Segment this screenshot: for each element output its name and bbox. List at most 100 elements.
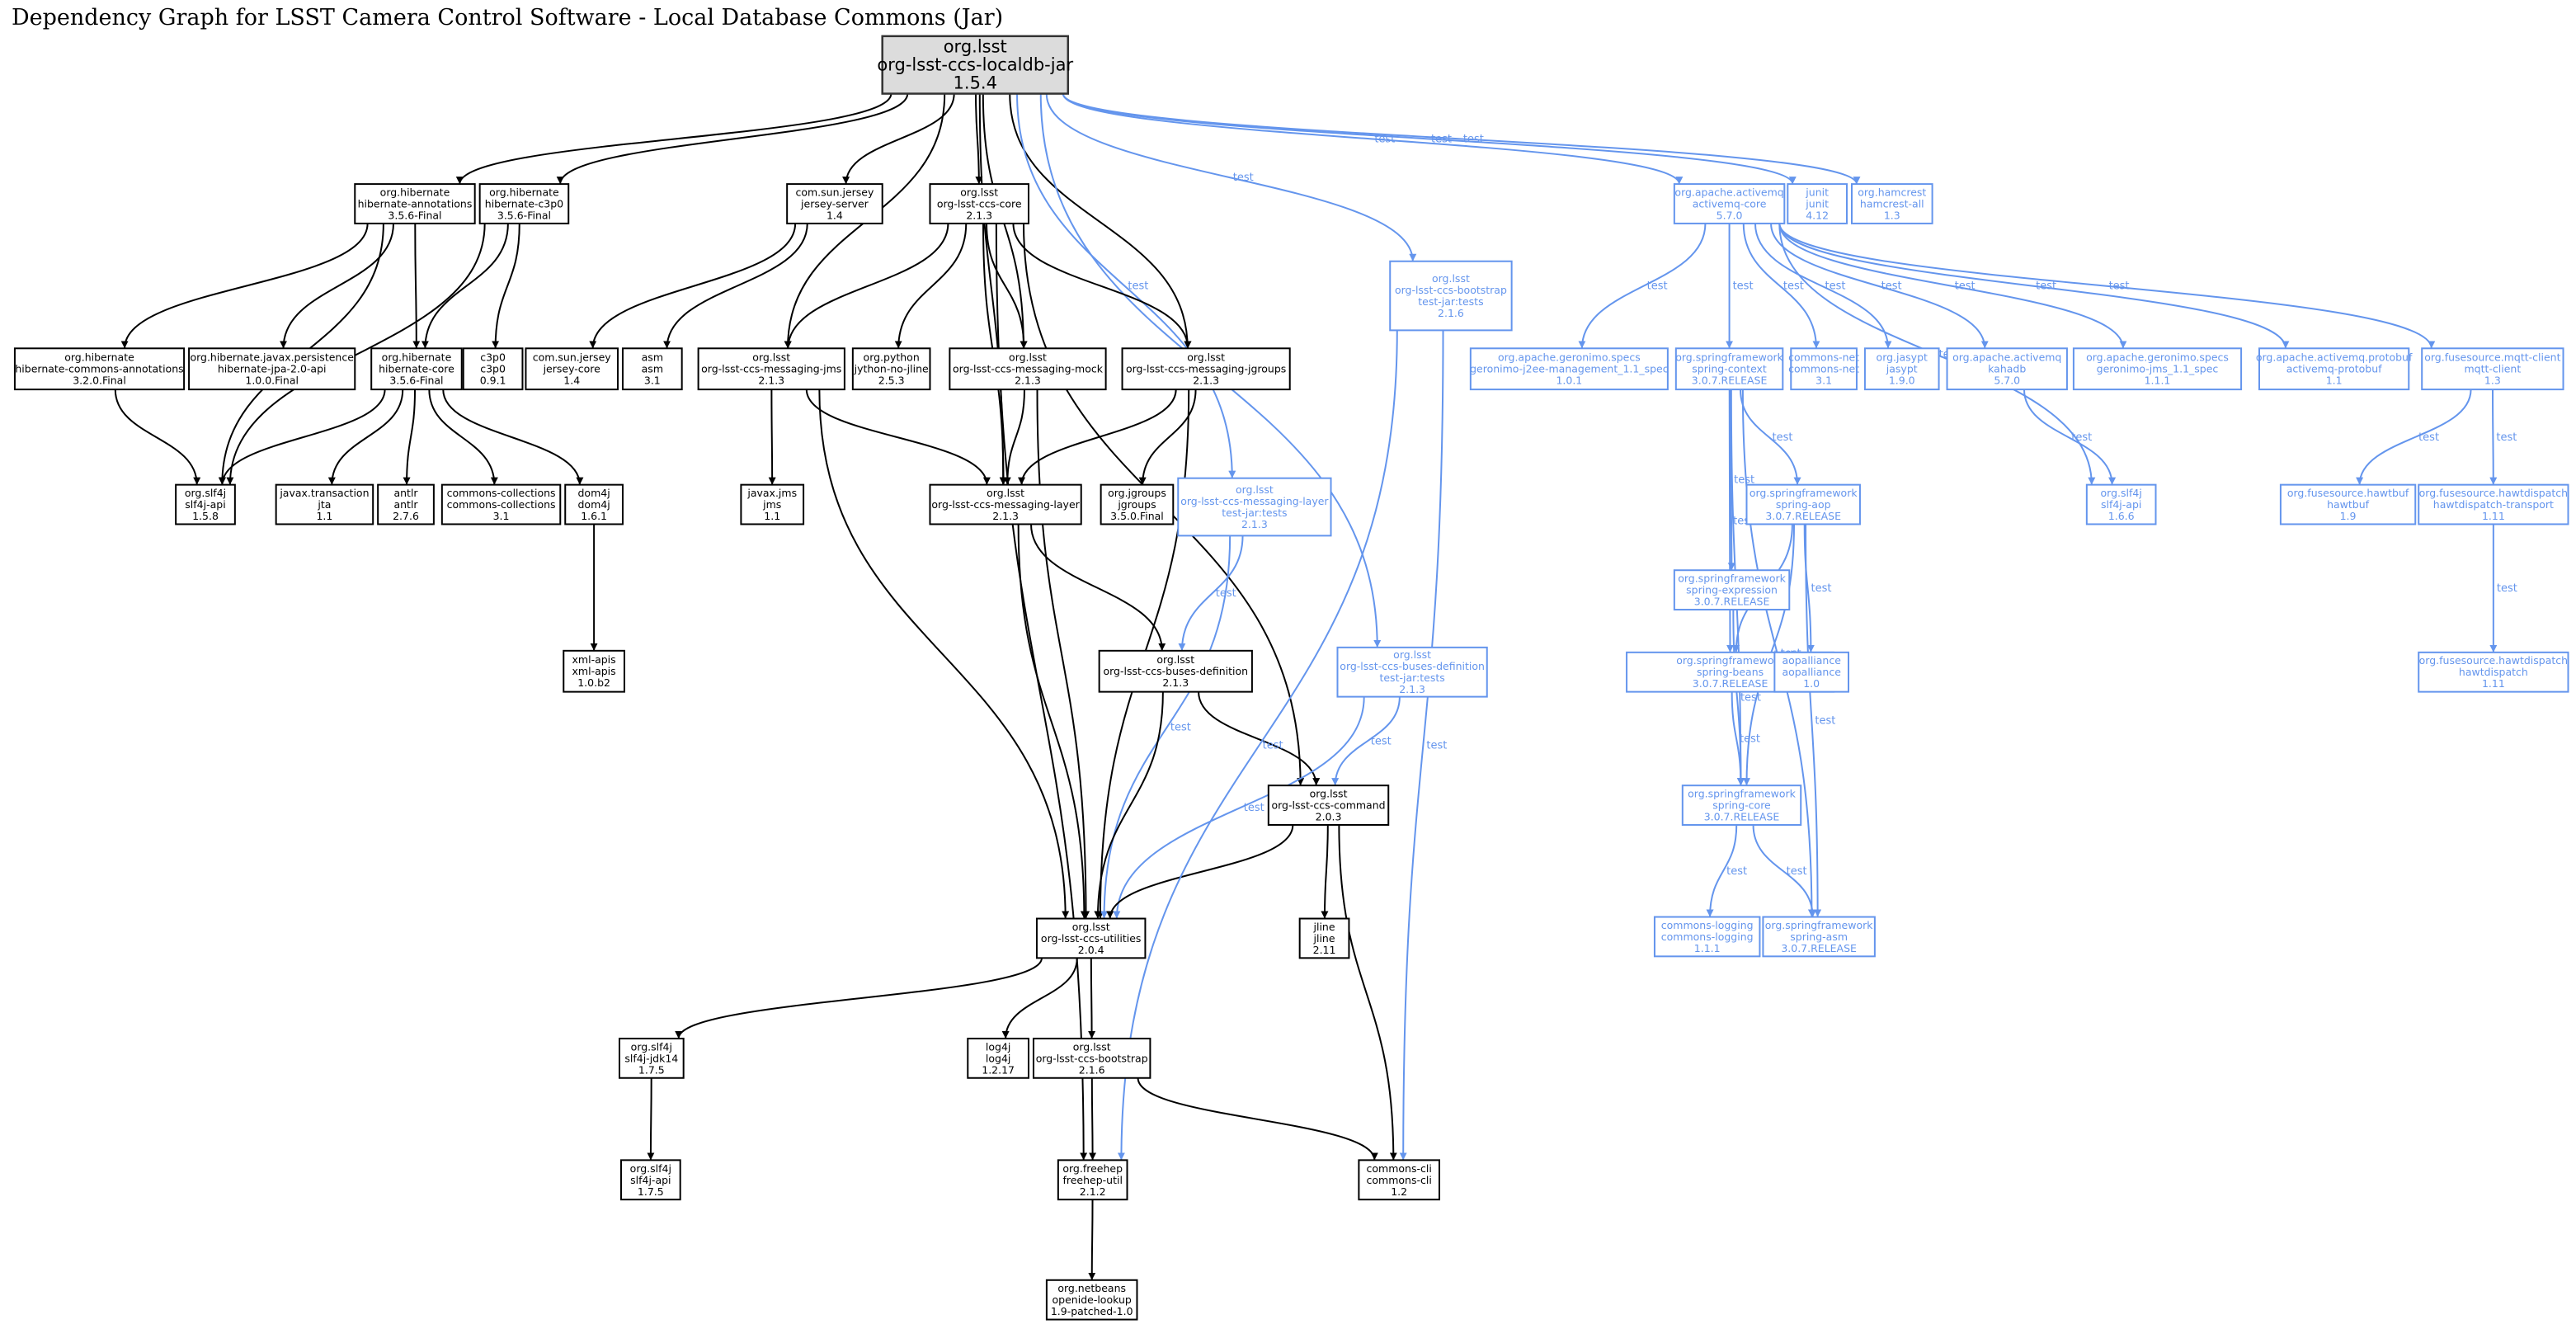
edge-activemq-core-to-kahadb	[1770, 223, 1989, 349]
edge-label-test: test	[1740, 692, 1761, 704]
node-openide-lookup[interactable]: org.netbeansopenide-lookup1.9-patched-1.…	[1045, 1279, 1138, 1321]
edge-hib-c3p0-to-c3p0	[492, 223, 520, 349]
edge-hib-c3p0-to-hib-core	[421, 223, 509, 349]
node-hawtdispatch-transport[interactable]: org.fusesource.hawtdispatchhawtdispatch-…	[2418, 483, 2569, 525]
node-box	[1045, 1279, 1138, 1321]
edge-hib-ann-to-hib-core	[412, 223, 421, 349]
node-label-line: geronimo-j2ee-management_1.1_spec	[1470, 363, 1669, 375]
edge-utilities-to-bootstrap	[1088, 958, 1096, 1039]
node-msg-layer[interactable]: org.lsstorg-lsst-ccs-messaging-layer2.1.…	[929, 483, 1082, 525]
node-msg-jgroups[interactable]: org.lsstorg-lsst-ccs-messaging-jgroups2.…	[1121, 347, 1291, 391]
node-label-line: hibernate-commons-annotations	[15, 363, 183, 375]
node-spring-core[interactable]: org.springframeworkspring-core3.0.7.RELE…	[1681, 785, 1802, 826]
node-label-line: org-lsst-ccs-localdb-jar	[877, 55, 1073, 75]
node-label-line: 1.5.4	[954, 73, 997, 93]
edge-utilities-to-slf4j-jdk14	[675, 958, 1043, 1039]
node-geronimo-j2ee[interactable]: org.apache.geronimo.specsgeronimo-j2ee-m…	[1469, 347, 1669, 391]
node-hawtdispatch[interactable]: org.fusesource.hawtdispatchhawtdispatch1…	[2418, 651, 2569, 693]
node-label-line: 3.0.7.RELEASE	[1781, 942, 1857, 954]
node-label-line: org.slf4j	[185, 487, 226, 499]
node-label-line: 3.0.7.RELEASE	[1693, 677, 1768, 690]
node-box	[1032, 1037, 1151, 1079]
node-hib-commons-ann[interactable]: org.hibernatehibernate-commons-annotatio…	[13, 347, 186, 391]
node-hib-ann[interactable]: org.hibernatehibernate-annotations3.5.6-…	[354, 183, 476, 224]
edge-msg-layer-to-buses-def	[1030, 524, 1166, 651]
nodes-layer: org.lsstorg-lsst-ccs-localdb-jar1.5.4org…	[13, 35, 2569, 1321]
edge-root-to-ccs-core	[975, 93, 983, 185]
node-box	[2085, 483, 2157, 525]
node-label-line: commons-cli	[1367, 1162, 1432, 1175]
node-buses-def[interactable]: org.lsstorg-lsst-ccs-buses-definition2.1…	[1098, 649, 1253, 693]
node-spring-expression[interactable]: org.springframeworkspring-expression3.0.…	[1673, 569, 1791, 611]
node-buses-def-tests[interactable]: org.lsstorg-lsst-ccs-buses-definitiontes…	[1336, 646, 1488, 698]
edge-command-to-utilities	[1106, 824, 1294, 919]
node-protobuf[interactable]: org.apache.activemq.protobufactivemq-pro…	[2256, 347, 2413, 391]
node-box	[1653, 916, 1761, 958]
node-spring-context[interactable]: org.springframeworkspring-context3.0.7.R…	[1674, 347, 1784, 391]
node-label-line: org.fusesource.hawtbuf	[2287, 487, 2409, 499]
node-label-line: 1.3	[1884, 210, 1900, 222]
edge-label-test: test	[2071, 431, 2092, 444]
edge-label-test: test	[2496, 431, 2517, 444]
node-hib-jpa[interactable]: org.hibernate.javax.persistencehibernate…	[188, 347, 356, 391]
node-label-line: org.springframework	[1675, 351, 1783, 364]
node-label-line: 4.12	[1806, 210, 1829, 222]
node-geronimo-jms[interactable]: org.apache.geronimo.specsgeronimo-jms_1.…	[2072, 347, 2243, 391]
edge-label-test: test	[1726, 865, 1747, 878]
node-label-line: 2.1.6	[1438, 307, 1464, 319]
node-label-line: org-lsst-ccs-bootstrap	[1395, 284, 1507, 296]
edge-buses-def-to-utilities	[1094, 691, 1164, 919]
node-spring-asm[interactable]: org.springframeworkspring-asm3.0.7.RELEA…	[1762, 916, 1876, 958]
node-label-line: hamcrest-all	[1860, 198, 1924, 210]
node-spring-aop[interactable]: org.springframeworkspring-aop3.0.7.RELEA…	[1745, 483, 1861, 525]
node-label-line: org-lsst-ccs-messaging-layer	[1180, 495, 1329, 507]
node-msg-layer-tests[interactable]: org.lsstorg-lsst-ccs-messaging-layertest…	[1177, 477, 1332, 537]
node-collections[interactable]: commons-collectionscommons-collections3.…	[440, 483, 562, 525]
node-label-line: 3.5.6-Final	[388, 210, 441, 222]
edge-activemq-core-to-geronimo-j2ee	[1578, 223, 1707, 349]
edge-hib-ann-to-hib-jpa	[280, 223, 394, 349]
node-bootstrap-tests[interactable]: org.lsstorg-lsst-ccs-bootstraptest-jar:t…	[1389, 260, 1513, 332]
edge-label-test: test	[1128, 280, 1148, 293]
node-box	[188, 347, 356, 391]
